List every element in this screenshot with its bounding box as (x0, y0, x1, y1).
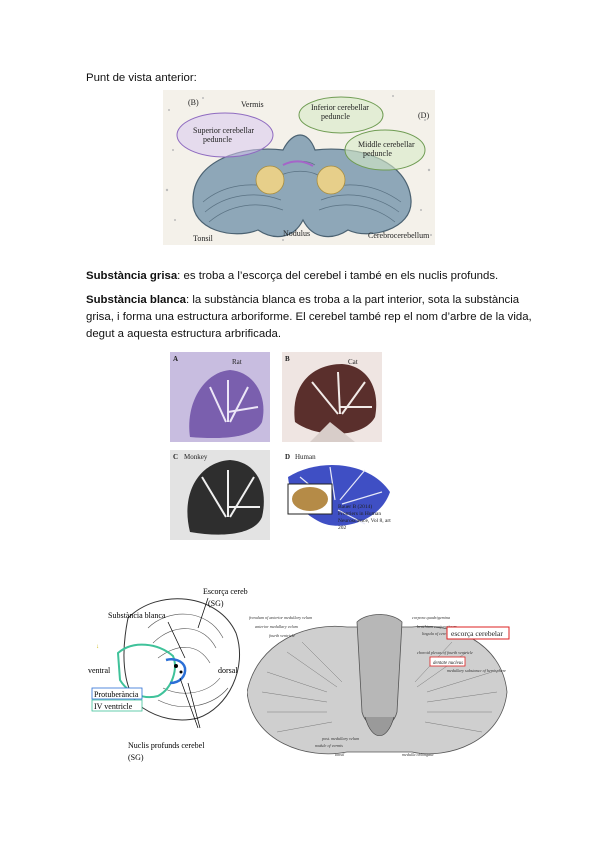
label-vermis: Vermis (241, 100, 264, 109)
label-brachium-conjunctivum: brachium conjunctivum (417, 624, 457, 629)
label-escorca-cerebelosa: Escorça cerebelosa (203, 588, 248, 596)
label-dentate-nucleus: dentate nucleus (433, 661, 463, 666)
citation-line-3: Neuroscience, Vol 8, art (338, 518, 391, 524)
label-tonsil: tonsil (335, 752, 345, 757)
label-sg-top: (SG) (208, 599, 224, 608)
panel-letter-d: D (285, 453, 290, 461)
paragraph-white-matter: Substància blanca: la substància blanca … (86, 292, 536, 343)
label-medulla-oblongata: medulla oblongata (402, 752, 434, 757)
panel-monkey: C Monkey (170, 450, 270, 540)
label-cerebrocerebellum: Cerebrocerebellum (368, 231, 430, 240)
label-iv-ventricle: IV ventricle (94, 702, 133, 711)
label-nodule-of-vermis: nodule of vermis (315, 743, 343, 748)
white-matter-line-3: degut a aquesta estructura arbrificada. (86, 328, 282, 340)
label-middle-peduncle-1: Middle cerebellar (358, 140, 415, 149)
citation-line-4: 202 (338, 525, 347, 531)
figure-sagittal-schematic: ↓ Escorça cerebelosa (SG) Substància bla… (88, 588, 248, 762)
panel-letter-b: B (285, 355, 290, 363)
panel-name-monkey: Monkey (184, 453, 208, 461)
panel-letter-a: A (173, 355, 178, 363)
panel-rat: A Rat (170, 352, 270, 442)
label-inferior-peduncle-1: Inferior cerebellar (311, 103, 369, 112)
label-tonsil: Tonsil (193, 234, 214, 243)
panel-name-human: Human (295, 453, 316, 461)
panel-cat: B Cat (282, 352, 382, 442)
figure-anterior-cerebellum: (B) (D) Vermis Superior cerebellar pedun… (163, 90, 435, 245)
label-middle-peduncle-2: peduncle (363, 149, 392, 158)
label-anterior-medullary-velum: anterior medullary velum (255, 624, 298, 629)
gray-matter-description: : es troba a l’escorça del cerebel i tam… (177, 270, 499, 282)
figure-species-arbor-vitae: A Rat B Cat C Monkey D Human Bauer B (20… (170, 352, 392, 540)
panel-human: D Human Bauer B (2014) Frontiers in Huma… (282, 450, 392, 540)
label-substancia-blanca: Substància blanca (108, 611, 166, 620)
label-superior-peduncle-2: peduncle (203, 135, 232, 144)
label-medullary-substance: medullary substance of hemisphere (447, 668, 506, 673)
figure-dissection: frenulum of anterior medullary velum ant… (247, 612, 512, 762)
white-matter-line-1: : la substància blanca es troba a la par… (186, 294, 520, 306)
label-nodulus: Nodulus (283, 229, 310, 238)
label-protuberancia: Protuberància (94, 690, 139, 699)
term-white-matter: Substància blanca (86, 294, 187, 306)
label-dorsal: dorsal (218, 666, 238, 675)
label-inferior-peduncle-2: peduncle (321, 112, 350, 121)
citation-line-2: Frontiers in Human (338, 511, 381, 517)
label-corpora-quadrigemina: corpora quadrigemina (412, 615, 450, 620)
term-gray-matter: Substància grisa (86, 270, 178, 282)
panel-name-cat: Cat (348, 358, 358, 366)
label-sg-bottom: (SG) (128, 753, 144, 762)
svg-text:↓: ↓ (96, 644, 99, 650)
label-escorca-cerebelar: escorça cerebelar (451, 629, 503, 638)
label-post-medullary-velum: post. medullary velum (321, 736, 359, 741)
label-ventral: ventral (88, 666, 111, 675)
panel-letter-c: C (173, 453, 178, 461)
heading-anterior-view: Punt de vista anterior: (86, 72, 197, 84)
label-choroid-plexus: choroid plexus of fourth ventricle (417, 650, 473, 655)
citation-line-1: Bauer B (2014) (338, 503, 372, 510)
label-lingula: lingula of cerebellum (422, 631, 458, 636)
label-superior-peduncle-1: Superior cerebellar (193, 126, 254, 135)
label-nuclis-profunds: Nuclis profunds cerebel (128, 741, 205, 750)
panel-letter-d: (D) (418, 111, 429, 120)
panel-letter-b: (B) (188, 98, 199, 107)
label-frenulum: frenulum of anterior medullary velum (249, 615, 312, 620)
label-fourth-ventricle: fourth ventricle (269, 633, 295, 638)
white-matter-line-2: grisa, i forma una estructura arboriform… (86, 311, 532, 323)
panel-name-rat: Rat (232, 358, 242, 366)
paragraph-gray-matter: Substància grisa: es troba a l’escorça d… (86, 268, 526, 285)
